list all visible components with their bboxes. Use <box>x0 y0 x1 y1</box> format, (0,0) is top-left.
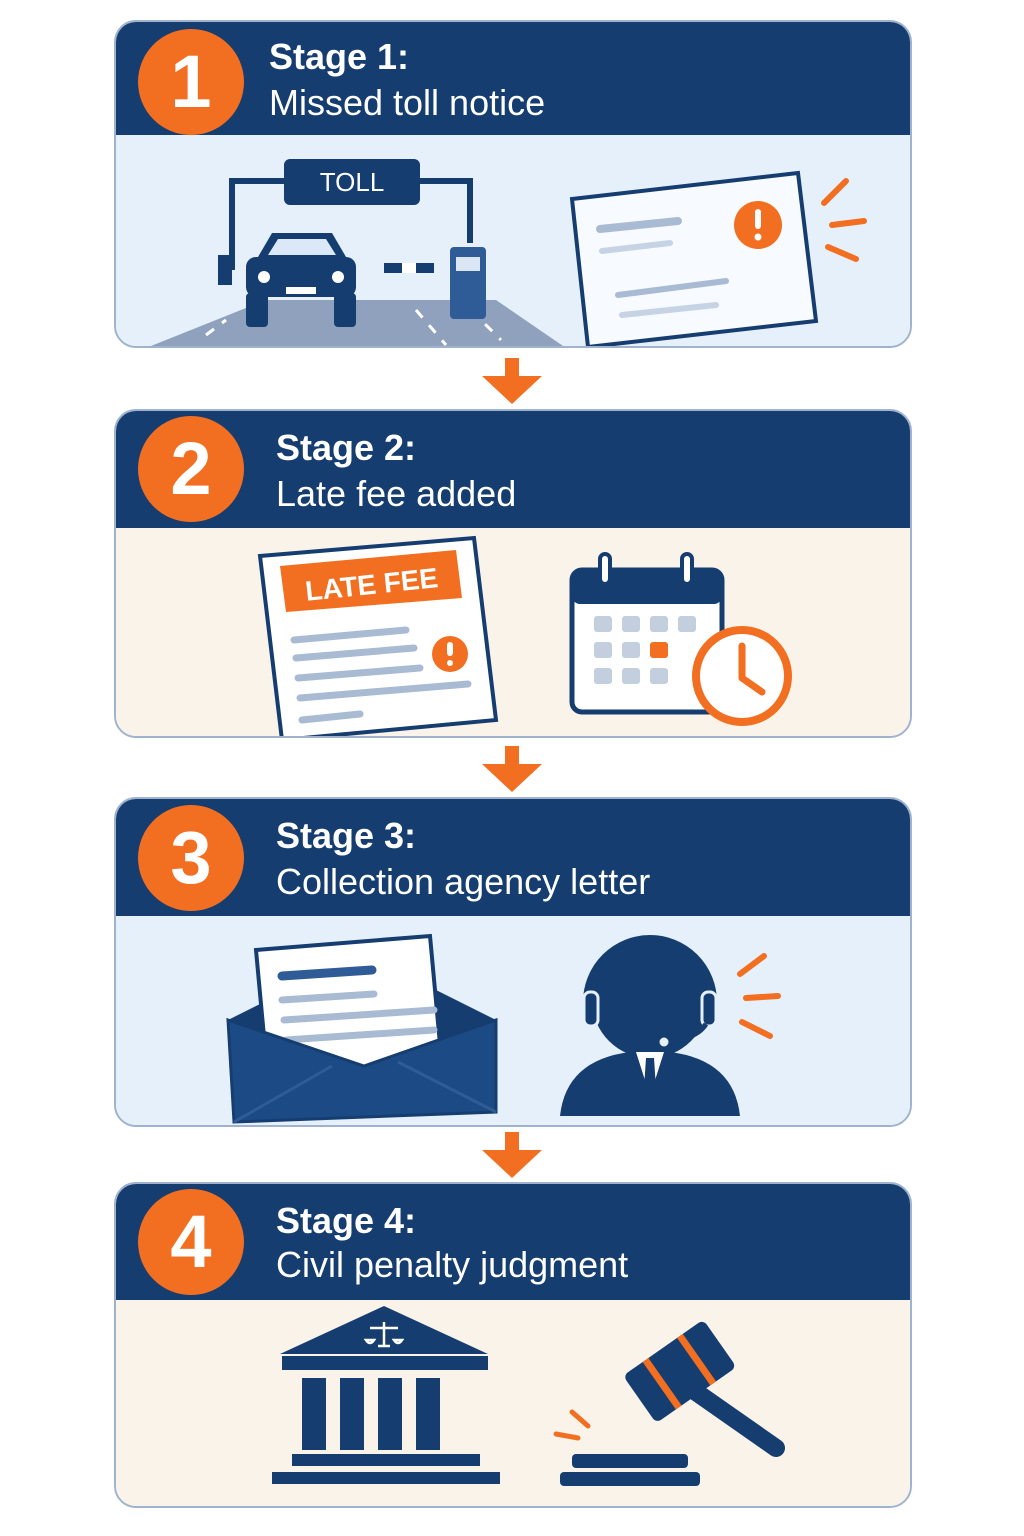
stage-4-label: Stage 4: <box>276 1200 417 1241</box>
courthouse-icon <box>272 1306 500 1484</box>
down-arrow-icon <box>482 1132 542 1178</box>
late-fee-document-icon: LATE FEE <box>257 535 499 736</box>
stage-4-body <box>116 1300 910 1506</box>
down-arrow-icon <box>482 358 542 404</box>
stage-2-body: LATE FEE <box>116 528 910 736</box>
call-agent-icon <box>560 935 781 1116</box>
stage-2-card: 2 Stage 2: Late fee added LATE FEE <box>114 409 912 738</box>
stage-3-number-badge: 3 <box>138 805 244 911</box>
stage-1-card: 1 Stage 1: Missed toll notice TOLL <box>114 20 912 348</box>
stage-4-number-badge: 4 <box>138 1189 244 1295</box>
stage-1-title: Missed toll notice <box>269 82 546 123</box>
stage-1-label: Stage 1: <box>269 36 410 77</box>
stage-2-label: Stage 2: <box>276 427 417 468</box>
stage-2-number-badge: 2 <box>138 416 244 522</box>
stage-3-title: Collection agency letter <box>276 861 651 902</box>
toll-booth-icon: TOLL <box>151 159 564 346</box>
envelope-letter-icon <box>226 933 498 1124</box>
stage-3-card: 3 Stage 3: Collection agency letter <box>114 797 912 1127</box>
stage-1-number-badge: 1 <box>138 29 244 135</box>
gavel-icon <box>553 1321 785 1486</box>
stage-3-label: Stage 3: <box>276 815 417 856</box>
stage-2-header: 2 Stage 2: Late fee added <box>116 411 910 528</box>
stage-1-header: 1 Stage 1: Missed toll notice <box>116 22 910 135</box>
stage-4-title: Civil penalty judgment <box>276 1244 629 1285</box>
stage-3-body <box>116 916 910 1125</box>
notice-card-icon <box>569 170 867 346</box>
stage-2-title: Late fee added <box>276 473 517 514</box>
stage-3-header: 3 Stage 3: Collection agency letter <box>116 799 910 916</box>
stage-1-body: TOLL <box>116 135 910 346</box>
down-arrow-icon <box>482 746 542 792</box>
toll-sign-text: TOLL <box>320 167 385 197</box>
scales-icon <box>363 1322 405 1348</box>
calendar-clock-icon <box>569 552 792 726</box>
stage-4-header: 4 Stage 4: Civil penalty judgment <box>116 1184 910 1300</box>
stage-4-card: 4 Stage 4: Civil penalty judgment <box>114 1182 912 1508</box>
